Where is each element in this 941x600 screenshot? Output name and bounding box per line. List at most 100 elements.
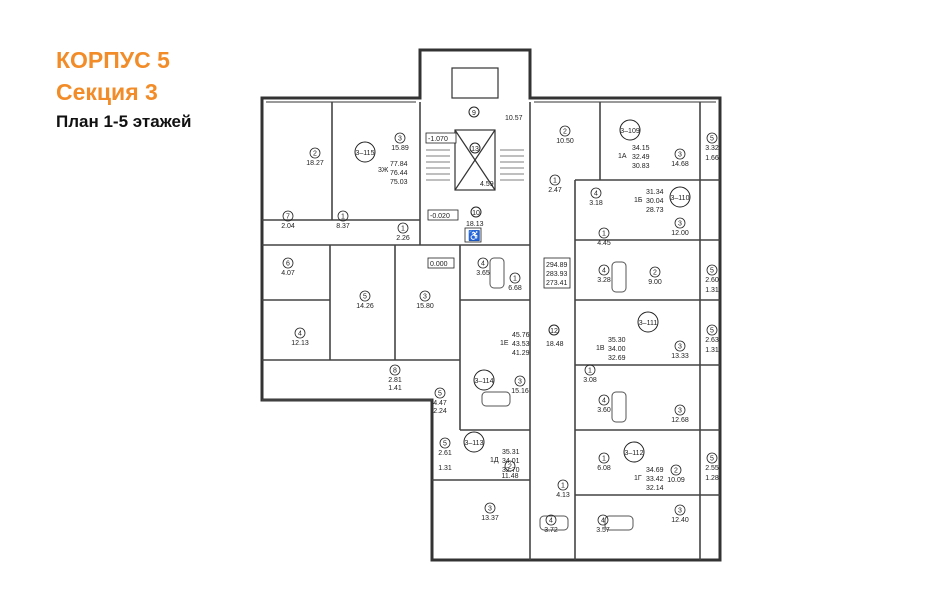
svg-text:10: 10 bbox=[472, 210, 480, 217]
svg-text:32.49: 32.49 bbox=[632, 154, 650, 161]
room-number: 5 bbox=[363, 294, 367, 301]
room-number-circle bbox=[394, 132, 406, 144]
room-area: 2.60 bbox=[705, 277, 719, 284]
room-area: 3.65 bbox=[476, 270, 490, 277]
room-area: 6.08 bbox=[597, 465, 611, 472]
room-number: 3 bbox=[423, 294, 427, 301]
room-number: 1 bbox=[553, 178, 557, 185]
room-area: 2.04 bbox=[281, 223, 295, 230]
svg-text:75.03: 75.03 bbox=[390, 179, 408, 186]
room-area: 3.32 bbox=[705, 145, 719, 152]
room-area: 3.72 bbox=[544, 527, 558, 534]
room-area: 15.16 bbox=[511, 388, 529, 395]
svg-text:76.44: 76.44 bbox=[390, 170, 408, 177]
room-area: 13.37 bbox=[481, 515, 499, 522]
room-area: 12.68 bbox=[671, 417, 689, 424]
room-number: 7 bbox=[286, 214, 290, 221]
room-number-circle bbox=[309, 147, 321, 159]
room-number: 4 bbox=[298, 331, 302, 338]
room-area: 11.48 bbox=[502, 473, 519, 480]
svg-text:3–111: 3–111 bbox=[639, 320, 658, 327]
room-number-circle bbox=[545, 514, 557, 526]
svg-text:3–112: 3–112 bbox=[625, 450, 644, 457]
room-number: 1 bbox=[513, 276, 517, 283]
room-area: 2.47 bbox=[548, 187, 562, 194]
svg-text:31.34: 31.34 bbox=[646, 189, 664, 196]
room-area: 13.33 bbox=[671, 353, 689, 360]
room-area: 1.28 bbox=[705, 475, 719, 482]
room-area: 1.31 bbox=[705, 287, 719, 294]
room-number-circle bbox=[598, 264, 610, 276]
svg-text:3–109: 3–109 bbox=[620, 128, 640, 135]
room-number-circle bbox=[504, 460, 516, 472]
room-number-circle bbox=[706, 452, 718, 464]
svg-text:294.89: 294.89 bbox=[546, 262, 568, 269]
svg-text:3–110: 3–110 bbox=[671, 195, 690, 202]
room-area: 9.00 bbox=[648, 279, 662, 286]
room-number: 1 bbox=[602, 456, 606, 463]
svg-text:32.69: 32.69 bbox=[608, 355, 626, 362]
room-area: 10.50 bbox=[556, 138, 574, 145]
svg-text:4.59: 4.59 bbox=[480, 181, 494, 188]
svg-text:32.70: 32.70 bbox=[502, 467, 520, 474]
svg-text:18.13: 18.13 bbox=[466, 221, 484, 228]
level-marks: -1.070 -0.020 0.000 bbox=[425, 132, 459, 269]
svg-text:9: 9 bbox=[472, 110, 476, 117]
room-area: 15.89 bbox=[391, 145, 409, 152]
room-number-circle bbox=[706, 324, 718, 336]
room-number-circle bbox=[282, 210, 294, 222]
svg-text:1Е: 1Е bbox=[500, 340, 509, 347]
floors-subtitle: План 1-5 этажей bbox=[56, 112, 192, 131]
room-number: 3 bbox=[678, 508, 682, 515]
svg-text:35.30: 35.30 bbox=[608, 337, 626, 344]
room-number: 4 bbox=[481, 261, 485, 268]
room-area: 12.40 bbox=[671, 517, 689, 524]
room-number-circle bbox=[389, 364, 401, 376]
svg-text:1Б: 1Б bbox=[634, 197, 643, 204]
room-number-circle bbox=[509, 272, 521, 284]
svg-text:34.69: 34.69 bbox=[646, 467, 664, 474]
svg-text:35.31: 35.31 bbox=[502, 449, 520, 456]
room-number-circle bbox=[597, 514, 609, 526]
common-areas: 9 10.57 10 18.13 12 18.48 13 4.59 bbox=[466, 106, 564, 348]
room-number: 4 bbox=[549, 518, 553, 525]
svg-text:45.76: 45.76 bbox=[512, 332, 530, 339]
room-number-circle bbox=[337, 210, 349, 222]
room-area: 6.68 bbox=[508, 285, 522, 292]
room-number: 4 bbox=[601, 518, 605, 525]
room-area: 3.18 bbox=[589, 200, 603, 207]
room-area: 15.80 bbox=[416, 303, 434, 310]
room-number: 2 bbox=[313, 151, 317, 158]
room-number: 2 bbox=[563, 129, 567, 136]
room-area: 2.55 bbox=[705, 465, 719, 472]
room-number-circle bbox=[598, 452, 610, 464]
room-number: 3 bbox=[678, 408, 682, 415]
room-number: 4 bbox=[602, 268, 606, 275]
svg-text:10.57: 10.57 bbox=[505, 115, 523, 122]
svg-text:1А: 1А bbox=[618, 153, 627, 160]
room-number-circle bbox=[434, 387, 446, 399]
room-number: 5 bbox=[710, 456, 714, 463]
staircase bbox=[426, 149, 524, 181]
room-number-circle bbox=[674, 217, 686, 229]
elevator-shaft bbox=[451, 67, 499, 191]
svg-text:34.15: 34.15 bbox=[632, 145, 650, 152]
room-number: 3 bbox=[678, 221, 682, 228]
room-area: 18.27 bbox=[306, 160, 324, 167]
svg-text:3–113: 3–113 bbox=[465, 440, 484, 447]
room-area: 14.26 bbox=[356, 303, 374, 310]
room-number: 6 bbox=[286, 261, 290, 268]
apartment-3-111: 3–111 1В 35.30 34.00 32.69 bbox=[596, 311, 659, 362]
room-number: 5 bbox=[710, 268, 714, 275]
room-area: 2.24 bbox=[433, 408, 447, 415]
room-number-circle bbox=[670, 464, 682, 476]
room-number-circle bbox=[590, 187, 602, 199]
room-number: 5 bbox=[438, 391, 442, 398]
room-area: 1.31 bbox=[705, 347, 719, 354]
room-number: 2 bbox=[674, 468, 678, 475]
svg-text:-0.020: -0.020 bbox=[430, 213, 450, 220]
room-number: 2 bbox=[653, 270, 657, 277]
room-area: 8.37 bbox=[336, 223, 350, 230]
section-title: Секция 3 bbox=[56, 79, 158, 105]
room-area: 12.00 bbox=[671, 230, 689, 237]
